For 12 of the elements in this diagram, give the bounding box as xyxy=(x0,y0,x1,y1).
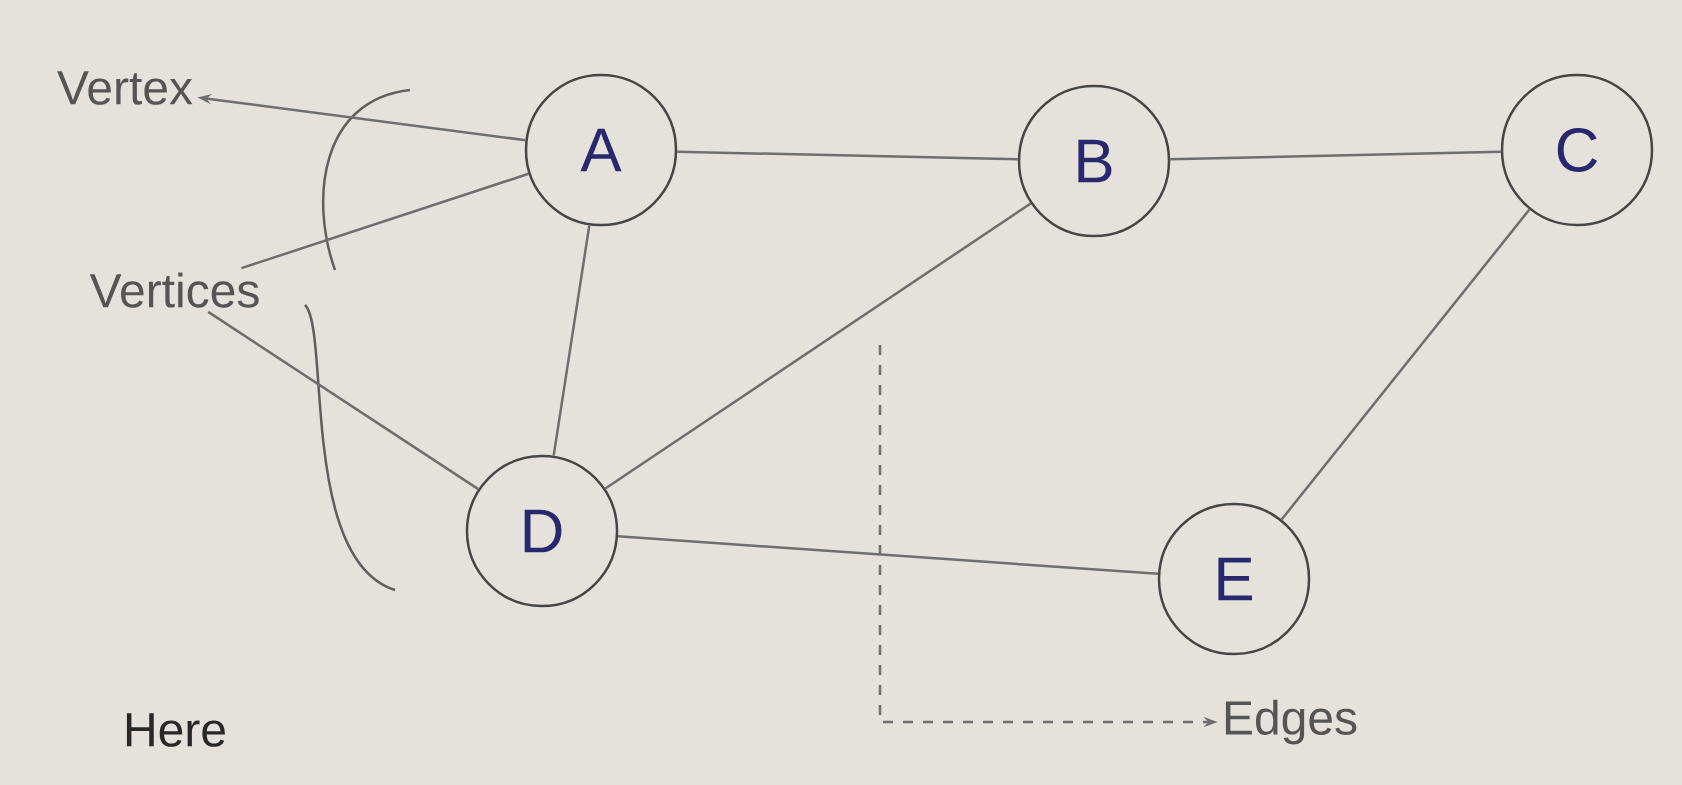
graph-edge xyxy=(604,202,1032,490)
graph-edge xyxy=(552,225,591,456)
graph-edge xyxy=(1280,208,1531,521)
graph-edge xyxy=(677,150,1018,161)
annotation-text: Vertices xyxy=(89,272,259,308)
leader-line xyxy=(241,172,529,270)
graph-edge xyxy=(1170,150,1501,161)
annotation-text: Edges xyxy=(1225,699,1357,745)
graph-edge xyxy=(618,535,1159,575)
note-text: Here xyxy=(126,713,225,747)
annotation-text: Vertex xyxy=(57,71,193,105)
leader-line xyxy=(207,310,479,491)
